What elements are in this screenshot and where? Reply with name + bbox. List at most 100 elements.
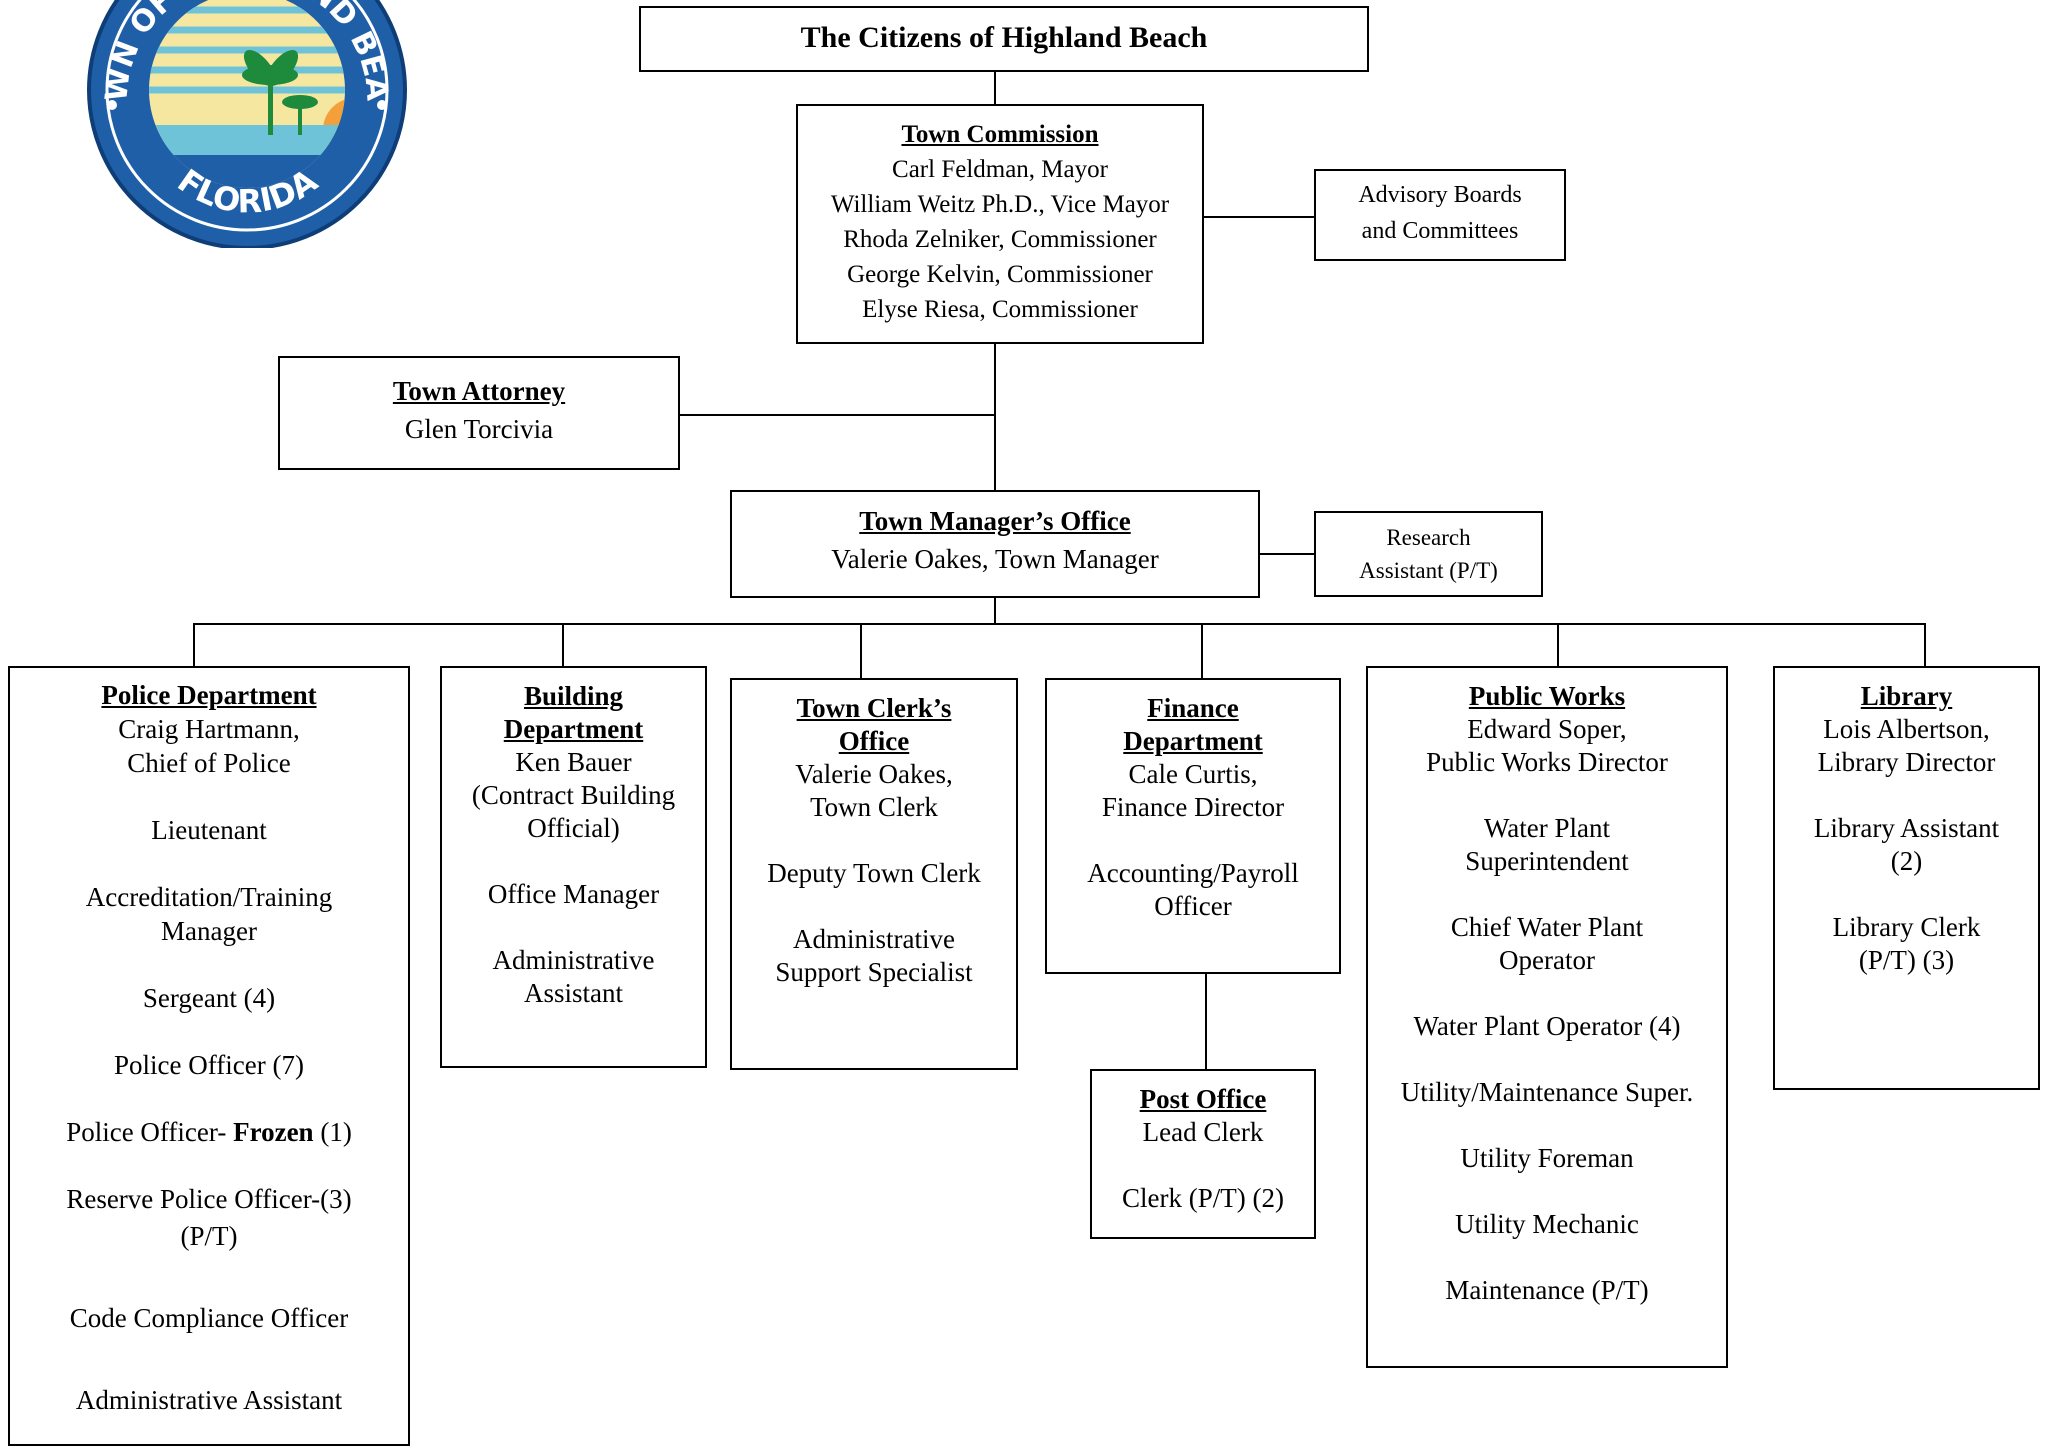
police-role: Administrative Assistant — [75, 1385, 343, 1415]
public-works-box: Public Works Edward Soper, Public Works … — [1366, 666, 1728, 1368]
commission-member: George Kelvin, Commissioner — [847, 261, 1153, 288]
connector-commission-manager — [994, 344, 996, 492]
police-role: Sergeant (4) — [142, 983, 276, 1013]
connector-attorney — [679, 414, 995, 416]
finance-role: Officer — [1154, 891, 1232, 921]
citizens-box: The Citizens of Highland Beach — [639, 6, 1369, 72]
building-title: Department — [503, 714, 644, 744]
connector-finance — [1201, 623, 1203, 679]
library-title: Library — [1860, 681, 1953, 711]
advisory-line1: Advisory Boards — [1358, 182, 1522, 208]
connector-manager-departments — [994, 598, 996, 624]
works-role: Chief Water Plant — [1450, 912, 1644, 942]
finance-head: Cale Curtis, — [1128, 759, 1258, 789]
police-role: Police Officer (7) — [114, 1050, 304, 1080]
commission-box: Town Commission Carl Feldman, Mayor Will… — [796, 104, 1204, 344]
citizens-label: The Citizens of Highland Beach — [800, 21, 1208, 54]
clerk-head: Town Clerk — [810, 792, 938, 822]
manager-box: Town Manager’s Office Valerie Oakes, Tow… — [730, 490, 1260, 598]
post-office-box: Post Office Lead Clerk Clerk (P/T) (2) — [1090, 1069, 1316, 1239]
research-line1: Research — [1386, 525, 1471, 550]
attorney-title: Town Attorney — [392, 376, 566, 406]
finance-title: Department — [1123, 726, 1263, 756]
clerk-head: Valerie Oakes, — [795, 759, 953, 789]
town-clerk-office-box: Town Clerk’s Office Valerie Oakes, Town … — [730, 678, 1018, 1070]
police-role-frozen: Police Officer- Frozen (1) — [10, 1115, 408, 1149]
police-role: Reserve Police Officer-(3) — [66, 1184, 352, 1214]
advisory-boards-box: Advisory Boards and Committees — [1314, 169, 1566, 261]
building-head: (Contract Building — [471, 780, 676, 810]
works-title: Public Works — [1468, 681, 1626, 711]
works-role: Operator — [1499, 945, 1595, 975]
works-role: Water Plant Operator (4) — [1413, 1011, 1681, 1041]
commission-title: Town Commission — [901, 121, 1099, 148]
finance-role: Accounting/Payroll — [1087, 858, 1299, 888]
connector-library — [1924, 623, 1926, 667]
post-title: Post Office — [1139, 1084, 1267, 1114]
research-assistant-box: Research Assistant (P/T) — [1314, 511, 1543, 597]
library-role: Library Clerk — [1832, 912, 1981, 942]
works-role: Maintenance (P/T) — [1445, 1275, 1649, 1305]
finance-department-box: Finance Department Cale Curtis, Finance … — [1045, 678, 1341, 974]
department-bus-line — [193, 623, 1926, 625]
connector-police — [193, 623, 195, 667]
advisory-line2: and Committees — [1361, 218, 1519, 244]
attorney-box: Town Attorney Glen Torcivia — [278, 356, 680, 470]
police-role: Manager — [161, 916, 257, 946]
research-line2: Assistant (P/T) — [1359, 558, 1498, 583]
building-role: Assistant — [523, 978, 623, 1008]
commission-member: Carl Feldman, Mayor — [892, 156, 1108, 183]
library-role: Library Assistant — [1813, 813, 2000, 843]
commission-member: Rhoda Zelniker, Commissioner — [843, 226, 1157, 253]
connector-citizens-commission — [994, 72, 996, 106]
commission-member: William Weitz Ph.D., Vice Mayor — [830, 191, 1170, 218]
building-role: Administrative — [492, 945, 655, 975]
police-role: (P/T) — [180, 1221, 238, 1251]
library-role: (P/T) (3) — [1858, 945, 1955, 975]
police-head: Craig Hartmann, — [118, 714, 300, 744]
building-department-box: Building Department Ken Bauer (Contract … — [440, 666, 707, 1068]
works-role: Utility Mechanic — [1455, 1209, 1639, 1239]
works-role: Water Plant — [1483, 813, 1611, 843]
police-role: Accreditation/Training — [85, 882, 333, 912]
clerk-title: Office — [838, 726, 910, 756]
connector-finance-post — [1205, 973, 1207, 1069]
library-head: Lois Albertson, — [1823, 714, 1990, 744]
town-seal-logo: 1949 TOWN OF HIGHLAND BEACH FLORIDA — [70, 0, 425, 248]
works-role: Superintendent — [1465, 846, 1629, 876]
police-frozen-bold: Frozen — [233, 1117, 314, 1147]
works-role: Utility Foreman — [1460, 1143, 1634, 1173]
clerk-role: Deputy Town Clerk — [767, 858, 981, 888]
finance-title: Finance — [1147, 693, 1239, 723]
police-head: Chief of Police — [127, 748, 291, 778]
post-role: Clerk (P/T) (2) — [1122, 1183, 1284, 1213]
attorney-name: Glen Torcivia — [404, 414, 554, 444]
connector-works — [1557, 623, 1559, 667]
connector-commission-advisory — [1203, 216, 1315, 218]
finance-head: Finance Director — [1101, 792, 1285, 822]
building-title: Building — [523, 681, 624, 711]
police-department-box: Police Department Craig Hartmann, Chief … — [8, 666, 410, 1446]
manager-title: Town Manager’s Office — [859, 506, 1131, 536]
clerk-role: Support Specialist — [775, 957, 973, 987]
library-role: (2) — [1890, 846, 1923, 876]
works-head: Public Works Director — [1426, 747, 1668, 777]
works-role: Utility/Maintenance Super. — [1400, 1077, 1694, 1107]
clerk-title: Town Clerk’s — [796, 693, 952, 723]
building-head: Ken Bauer — [515, 747, 632, 777]
works-head: Edward Soper, — [1467, 714, 1627, 744]
connector-clerk — [860, 623, 862, 679]
post-role: Lead Clerk — [1142, 1117, 1264, 1147]
police-frozen-post: (1) — [313, 1117, 352, 1147]
connector-manager-research — [1258, 553, 1315, 555]
police-role: Lieutenant — [151, 815, 267, 845]
building-head: Official) — [527, 813, 620, 843]
library-box: Library Lois Albertson, Library Director… — [1773, 666, 2040, 1090]
building-role: Office Manager — [487, 879, 660, 909]
connector-building — [562, 623, 564, 667]
police-title: Police Department — [101, 680, 317, 710]
manager-name: Valerie Oakes, Town Manager — [831, 544, 1159, 574]
clerk-role: Administrative — [793, 924, 955, 954]
police-role: Code Compliance Officer — [69, 1303, 349, 1333]
library-head: Library Director — [1817, 747, 1996, 777]
